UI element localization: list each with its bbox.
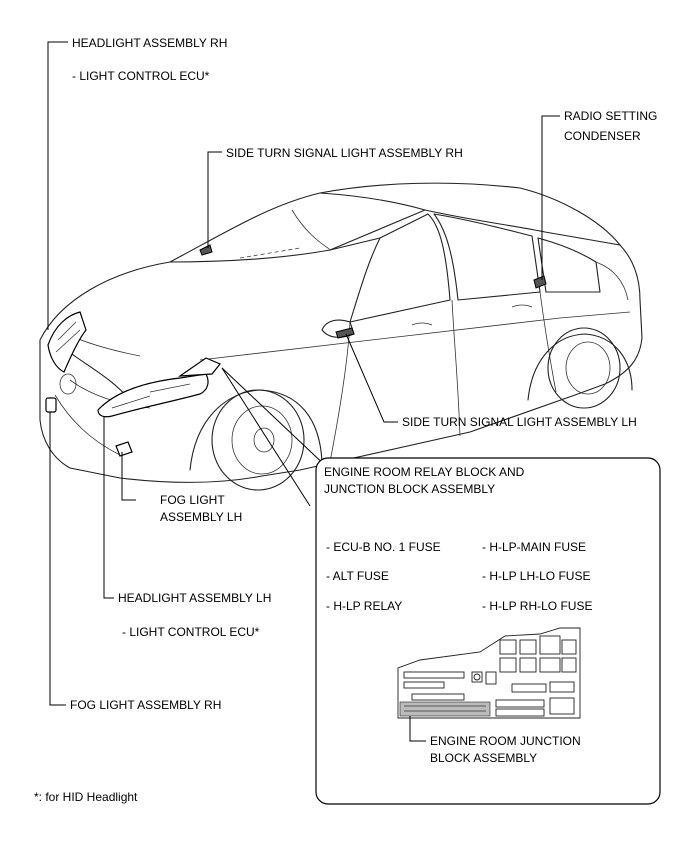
label-side-turn-lh: SIDE TURN SIGNAL LIGHT ASSEMBLY LH: [402, 415, 637, 429]
label-fog-lh-line1: FOG LIGHT: [160, 493, 225, 507]
fuse-item-left-1: - ECU-B NO. 1 FUSE: [326, 540, 441, 554]
side-turn-signal-rh-part: [199, 244, 213, 256]
label-fog-rh: FOG LIGHT ASSEMBLY RH: [70, 698, 221, 712]
side-turn-signal-lh-part: [335, 327, 355, 339]
headlight-lh-part: [97, 373, 209, 418]
relay-block-title-line1: ENGINE ROOM RELAY BLOCK AND: [324, 465, 525, 479]
label-fog-lh-line2: ASSEMBLY LH: [160, 510, 242, 524]
highlighted-parts: [45, 244, 547, 457]
label-radio-setting-line2: CONDENSER: [564, 129, 641, 143]
relay-block-title-line2: JUNCTION BLOCK ASSEMBLY: [324, 482, 495, 496]
junction-block-illustration: [397, 627, 581, 719]
fuse-item-right-2: - H-LP LH-LO FUSE: [482, 569, 590, 583]
junction-block-label-line1: ENGINE ROOM JUNCTION: [430, 734, 581, 748]
fuse-item-right-3: - H-LP RH-LO FUSE: [482, 599, 592, 613]
label-side-turn-rh: SIDE TURN SIGNAL LIGHT ASSEMBLY RH: [226, 146, 463, 160]
label-headlight-lh: HEADLIGHT ASSEMBLY LH: [118, 591, 271, 605]
fog-light-lh-part: [115, 441, 133, 457]
fuse-item-left-2: - ALT FUSE: [326, 569, 389, 583]
fuse-item-right-1: - H-LP-MAIN FUSE: [482, 540, 586, 554]
label-radio-setting-line1: RADIO SETTING: [564, 109, 657, 123]
relay-block-callout: ENGINE ROOM RELAY BLOCK AND JUNCTION BLO…: [315, 457, 661, 805]
junction-block-label-line2: BLOCK ASSEMBLY: [430, 751, 537, 765]
footnote: *: for HID Headlight: [34, 790, 138, 804]
labels: HEADLIGHT ASSEMBLY RH - LIGHT CONTROL EC…: [34, 36, 657, 804]
light-control-ecu-lh-part: [177, 357, 221, 377]
car-illustration: [39, 182, 643, 491]
label-light-control-ecu-rh: - LIGHT CONTROL ECU*: [72, 69, 210, 83]
fog-light-rh-part: [45, 397, 57, 413]
leader-lines: [47, 41, 560, 706]
radio-setting-condenser-part: [533, 275, 547, 289]
label-light-control-ecu-lh: - LIGHT CONTROL ECU*: [122, 625, 260, 639]
fuse-item-left-3: - H-LP RELAY: [326, 599, 402, 613]
label-headlight-rh: HEADLIGHT ASSEMBLY RH: [72, 36, 227, 50]
